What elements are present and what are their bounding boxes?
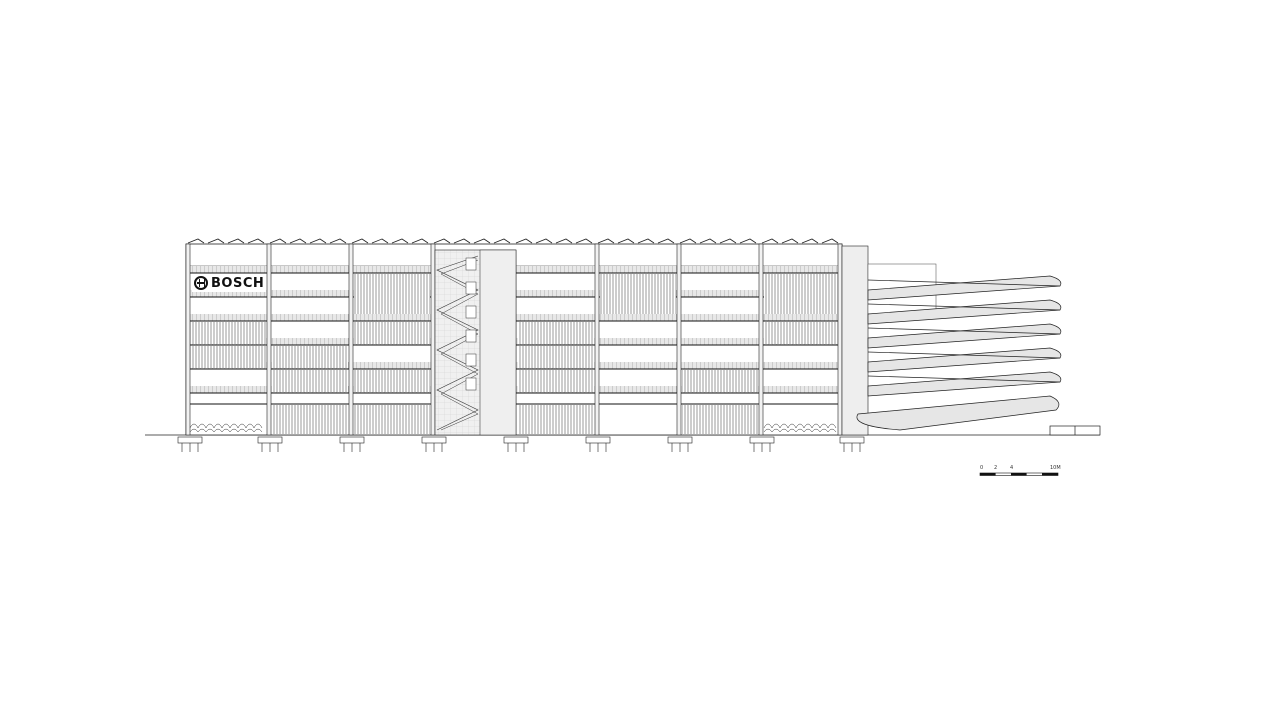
scale-label-10m: 10M [1050,465,1061,471]
columns [185,243,843,436]
ramp-tower [841,245,869,436]
bosch-logo-icon [194,276,208,290]
bike-racks [189,423,837,433]
scale-label-2: 2 [994,465,998,471]
facade-slats [190,274,840,434]
scale-bar [979,472,1059,476]
stair-core [434,249,517,436]
brand-sign: BOSCH [192,274,266,292]
brand-name: BOSCH [211,275,265,291]
foundations [177,436,865,452]
spiral-ramp [856,263,1101,436]
scale-label-4: 4 [1010,465,1014,471]
scale-label-0: 0 [980,465,984,471]
solar-panels [187,238,839,244]
